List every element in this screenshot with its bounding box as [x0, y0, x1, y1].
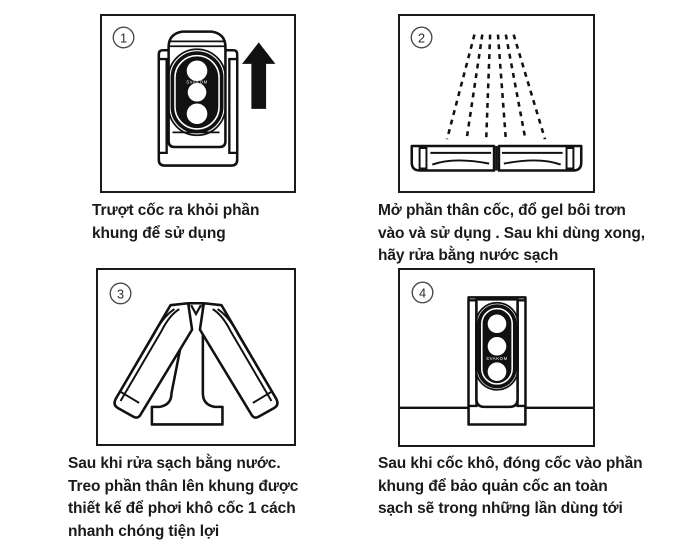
- sleeve-center-notch: [190, 304, 202, 317]
- step-1-illustration: 1: [112, 26, 276, 167]
- step-2-badge-label: 2: [418, 30, 425, 45]
- frame-side-rails: [157, 57, 239, 155]
- step-2-illustration: 2: [410, 26, 583, 172]
- right-sleeve-half: [198, 301, 279, 419]
- step-4-caption: Sau khi cốc khô, đóng cốc vào phần khung…: [378, 455, 643, 517]
- step-1-caption: Trượt cốc ra khỏi phần khung để sử dụng: [92, 202, 260, 242]
- left-sleeve-detail: [114, 308, 180, 404]
- brand-mark-step-1: SVAKOM: [186, 79, 208, 84]
- step-2-badge: 2: [410, 26, 433, 49]
- cup-openings: [186, 60, 208, 125]
- step-4-illustration: 4: [400, 281, 593, 426]
- step-1-badge: 1: [112, 26, 135, 49]
- lubricant-spray-lines: [445, 34, 547, 140]
- drying-stand: [150, 301, 224, 426]
- step-3-badge: 3: [109, 282, 132, 305]
- step-4-frame: 4: [398, 268, 595, 447]
- step-4-badge-label: 4: [419, 285, 426, 300]
- step-3-caption: Sau khi rửa sạch bằng nước. Treo phần th…: [68, 455, 299, 540]
- step-2-frame: 2: [398, 14, 595, 193]
- right-sleeve-detail: [212, 308, 278, 404]
- cup-half-inner-detail: [418, 147, 575, 170]
- step-4-badge: 4: [411, 281, 434, 304]
- step-1-badge-label: 1: [120, 30, 127, 45]
- step-3-illustration: 3: [109, 282, 279, 426]
- cup-top-seam: [169, 40, 226, 48]
- step-3-badge-label: 3: [117, 286, 124, 301]
- step-2-caption: Mở phần thân cốc, đổ gel bôi trơn vào và…: [378, 202, 645, 264]
- stored-cup-openings: [487, 314, 507, 381]
- step-3-frame: 3: [96, 268, 296, 446]
- left-sleeve-half: [113, 301, 194, 419]
- storage-frame-rails: [467, 299, 527, 408]
- step-1-frame: 1: [100, 14, 296, 193]
- up-arrow-icon: [242, 42, 276, 109]
- brand-mark-step-4: SVAKOM: [486, 356, 508, 361]
